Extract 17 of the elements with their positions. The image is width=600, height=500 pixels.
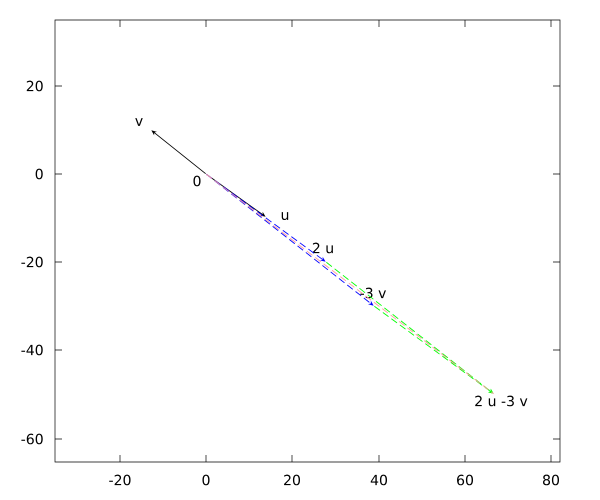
point-label: u [282,212,288,220]
tick-label: 40 [370,474,388,486]
tick-label: 80 [543,474,559,486]
point-label: 2 u -3 v [475,396,528,406]
point-label: 2 u [312,242,333,254]
tick-label: 0 [202,474,210,486]
point-label: -3 v [360,288,386,298]
tick-label: 20 [284,474,300,486]
tick-label: -20 [21,256,43,268]
tick-label: 60 [457,474,473,486]
tick-label: 0 [36,168,43,180]
tick-label: -40 [21,344,43,356]
point-label: v [135,118,143,126]
point-label: 0 [193,176,201,186]
tick-label: 20 [26,80,43,92]
tick-label: -20 [109,474,131,486]
tick-label: -60 [21,434,43,444]
